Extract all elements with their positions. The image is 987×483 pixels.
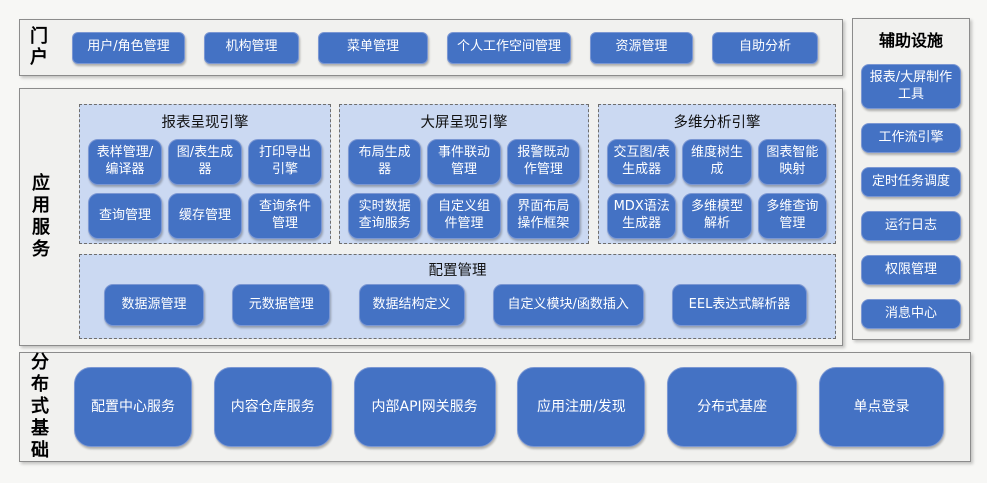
config-item-datastructure[interactable]: 数据结构定义 [358, 284, 465, 326]
aux-item-run-log[interactable]: 运行日志 [861, 211, 961, 241]
report-engine-item[interactable]: 打印导出引擎 [248, 139, 322, 185]
config-mgmt-panel: 配置管理 数据源管理 元数据管理 数据结构定义 自定义模块/函数插入 EEL表达… [79, 254, 836, 339]
distributed-section: 分布式基础 配置中心服务 内容仓库服务 内部API网关服务 应用注册/发现 分布… [19, 352, 971, 462]
bigscreen-engine-item[interactable]: 界面布局操作框架 [506, 193, 580, 239]
report-engine-item[interactable]: 图/表生成器 [168, 139, 242, 185]
aux-item-message-center[interactable]: 消息中心 [861, 299, 961, 329]
app-services-section-label: 应用服务 [32, 173, 50, 260]
dist-item-config-center[interactable]: 配置中心服务 [74, 367, 192, 447]
olap-engine-grid: 交互图/表生成器 维度树生成 图表智能映射 MDX语法生成器 多维模型解析 多维… [599, 135, 835, 247]
app-services-section: 应用服务 报表呈现引擎 表样管理/编译器 图/表生成器 打印导出引擎 查询管理 … [19, 88, 843, 346]
config-mgmt-title: 配置管理 [428, 263, 487, 279]
report-engine-item[interactable]: 查询管理 [88, 193, 162, 239]
aux-item-report-maker[interactable]: 报表/大屏制作工具 [861, 64, 961, 109]
olap-engine-item[interactable]: 图表智能映射 [757, 139, 827, 185]
portal-button-menu-mgmt[interactable]: 菜单管理 [318, 31, 428, 64]
report-engine-grid: 表样管理/编译器 图/表生成器 打印导出引擎 查询管理 缓存管理 查询条件管理 [80, 135, 330, 247]
portal-section: 门户 用户/角色管理 机构管理 菜单管理 个人工作空间管理 资源管理 自助分析 [19, 19, 843, 76]
aux-item-permission-mgmt[interactable]: 权限管理 [861, 255, 961, 285]
config-mgmt-row: 数据源管理 元数据管理 数据结构定义 自定义模块/函数插入 EEL表达式解析器 [104, 284, 807, 326]
dist-item-content-repo[interactable]: 内容仓库服务 [213, 367, 332, 447]
config-item-eel-parser[interactable]: EEL表达式解析器 [672, 284, 807, 326]
bigscreen-engine-item[interactable]: 报警既动作管理 [506, 139, 580, 185]
aux-item-workflow-engine[interactable]: 工作流引擎 [861, 123, 961, 153]
portal-section-label: 门户 [30, 25, 48, 69]
bigscreen-engine-item[interactable]: 布局生成器 [348, 139, 422, 185]
distributed-section-label: 分布式基础 [31, 352, 49, 461]
portal-button-org-mgmt[interactable]: 机构管理 [204, 31, 299, 64]
bigscreen-engine-item[interactable]: 实时数据查询服务 [348, 193, 422, 239]
dist-item-distributed-base[interactable]: 分布式基座 [667, 367, 798, 447]
distributed-button-row: 配置中心服务 内容仓库服务 内部API网关服务 应用注册/发现 分布式基座 单点… [74, 353, 944, 461]
dist-item-app-registry[interactable]: 应用注册/发现 [517, 367, 646, 447]
config-item-datasource[interactable]: 数据源管理 [104, 284, 204, 326]
aux-item-task-scheduler[interactable]: 定时任务调度 [861, 167, 961, 197]
olap-engine-item[interactable]: 多维查询管理 [757, 193, 827, 239]
bigscreen-engine-grid: 布局生成器 事件联动管理 报警既动作管理 实时数据查询服务 自定义组件管理 界面… [340, 135, 588, 247]
portal-button-row: 用户/角色管理 机构管理 菜单管理 个人工作空间管理 资源管理 自助分析 [72, 20, 818, 75]
config-item-custom-module[interactable]: 自定义模块/函数插入 [492, 284, 644, 326]
report-engine-item[interactable]: 查询条件管理 [248, 193, 322, 239]
report-engine-panel: 报表呈现引擎 表样管理/编译器 图/表生成器 打印导出引擎 查询管理 缓存管理 … [79, 104, 331, 244]
portal-button-user-role-mgmt[interactable]: 用户/角色管理 [72, 31, 185, 64]
dist-item-api-gateway[interactable]: 内部API网关服务 [353, 367, 496, 447]
portal-button-self-analysis[interactable]: 自助分析 [712, 31, 818, 64]
report-engine-item[interactable]: 缓存管理 [168, 193, 242, 239]
auxiliary-section: 辅助设施 报表/大屏制作工具 工作流引擎 定时任务调度 运行日志 权限管理 消息… [852, 18, 970, 340]
portal-button-resource-mgmt[interactable]: 资源管理 [590, 31, 693, 64]
olap-engine-item[interactable]: 交互图/表生成器 [607, 139, 677, 185]
bigscreen-engine-title: 大屏呈现引擎 [420, 115, 508, 131]
olap-engine-title: 多维分析引擎 [673, 115, 761, 131]
bigscreen-engine-item[interactable]: 自定义组件管理 [427, 193, 501, 239]
olap-engine-item[interactable]: MDX语法生成器 [607, 193, 677, 239]
olap-engine-item[interactable]: 多维模型解析 [682, 193, 752, 239]
bigscreen-engine-item[interactable]: 事件联动管理 [427, 139, 501, 185]
portal-button-workspace-mgmt[interactable]: 个人工作空间管理 [447, 31, 571, 64]
bigscreen-engine-panel: 大屏呈现引擎 布局生成器 事件联动管理 报警既动作管理 实时数据查询服务 自定义… [339, 104, 589, 244]
auxiliary-column: 辅助设施 报表/大屏制作工具 工作流引擎 定时任务调度 运行日志 权限管理 消息… [853, 19, 969, 339]
report-engine-title: 报表呈现引擎 [161, 115, 249, 131]
auxiliary-section-title: 辅助设施 [878, 31, 943, 50]
olap-engine-panel: 多维分析引擎 交互图/表生成器 维度树生成 图表智能映射 MDX语法生成器 多维… [598, 104, 836, 244]
olap-engine-item[interactable]: 维度树生成 [682, 139, 752, 185]
report-engine-item[interactable]: 表样管理/编译器 [88, 139, 162, 185]
dist-item-sso[interactable]: 单点登录 [818, 367, 944, 447]
config-item-metadata[interactable]: 元数据管理 [232, 284, 331, 326]
